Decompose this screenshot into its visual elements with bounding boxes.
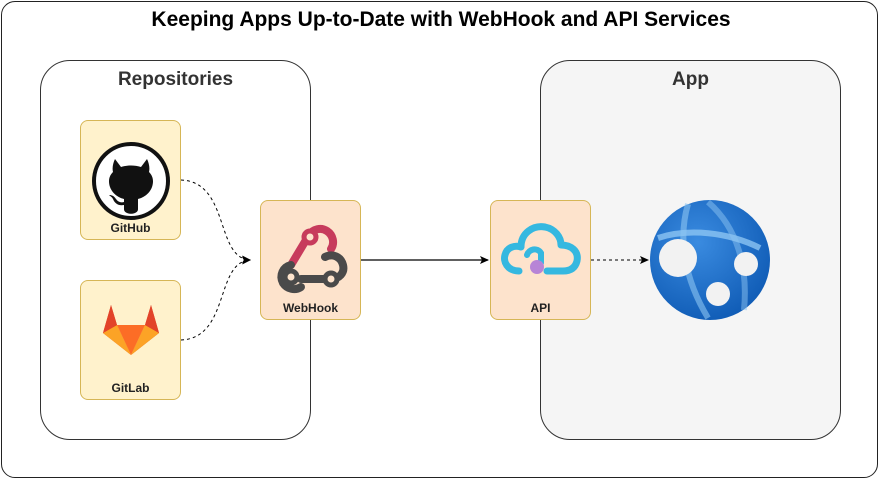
api-node[interactable]: API: [490, 200, 591, 320]
api-label: API: [530, 301, 551, 315]
gitlab-label: GitLab: [111, 381, 150, 395]
github-label: GitHub: [110, 221, 151, 235]
web-app-icon[interactable]: [648, 198, 772, 322]
webhook-label: WebHook: [282, 301, 339, 315]
github-to-webhook-connector: [180, 179, 251, 264]
github-icon: [92, 142, 170, 220]
repositories-label: Repositories: [117, 69, 234, 90]
github-node[interactable]: GitHub: [80, 120, 181, 240]
webhook-node[interactable]: WebHook: [260, 200, 361, 320]
diagram-title: Keeping Apps Up-to-Date with WebHook and…: [151, 8, 731, 31]
webhook-icon: [277, 224, 348, 294]
gitlab-icon: [103, 305, 159, 355]
gitlab-to-webhook-connector: [180, 256, 251, 341]
gitlab-node[interactable]: GitLab: [80, 280, 181, 400]
api-icon: [501, 223, 581, 275]
app-label: App: [672, 69, 709, 90]
